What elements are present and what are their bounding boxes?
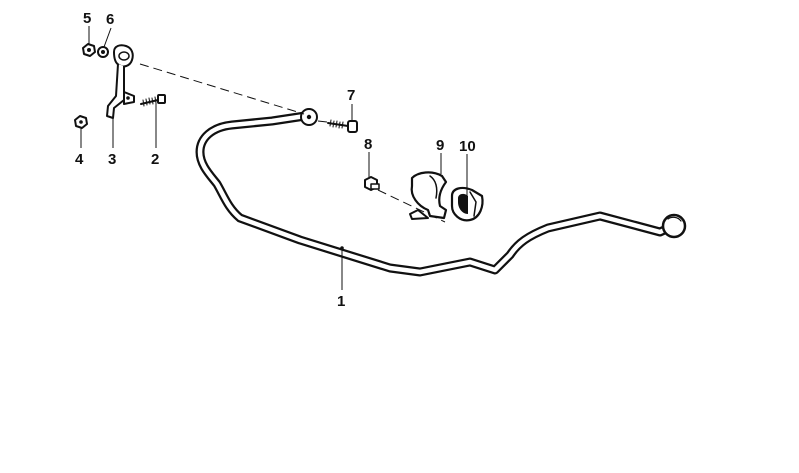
stabilizer-bar[interactable] [195, 108, 687, 277]
leader-6 [103, 27, 112, 48]
washer-icon[interactable] [97, 46, 109, 58]
callout-6: 6 [106, 11, 114, 28]
alignment-line-link [139, 63, 305, 115]
rubber-bushing-icon[interactable] [450, 186, 484, 222]
callout-9: 9 [436, 137, 444, 154]
callout-8: 8 [364, 136, 372, 153]
bolt-icon[interactable] [140, 94, 166, 107]
screw-icon[interactable] [327, 119, 358, 133]
lock-nut-icon[interactable] [74, 115, 88, 129]
stabilizer-link-icon[interactable] [106, 44, 135, 119]
callout-2: 2 [151, 151, 159, 168]
callout-10: 10 [459, 138, 476, 155]
nut-icon[interactable] [82, 43, 96, 57]
callout-3: 3 [108, 151, 116, 168]
callout-1: 1 [337, 293, 345, 310]
bracket-icon[interactable] [409, 171, 448, 220]
callout-4: 4 [75, 151, 84, 168]
alignment-line-screw [317, 120, 328, 123]
hex-bolt-icon[interactable] [364, 176, 380, 191]
leader-1-dot [340, 246, 344, 250]
callout-5: 5 [83, 10, 91, 27]
callout-7: 7 [347, 87, 355, 104]
